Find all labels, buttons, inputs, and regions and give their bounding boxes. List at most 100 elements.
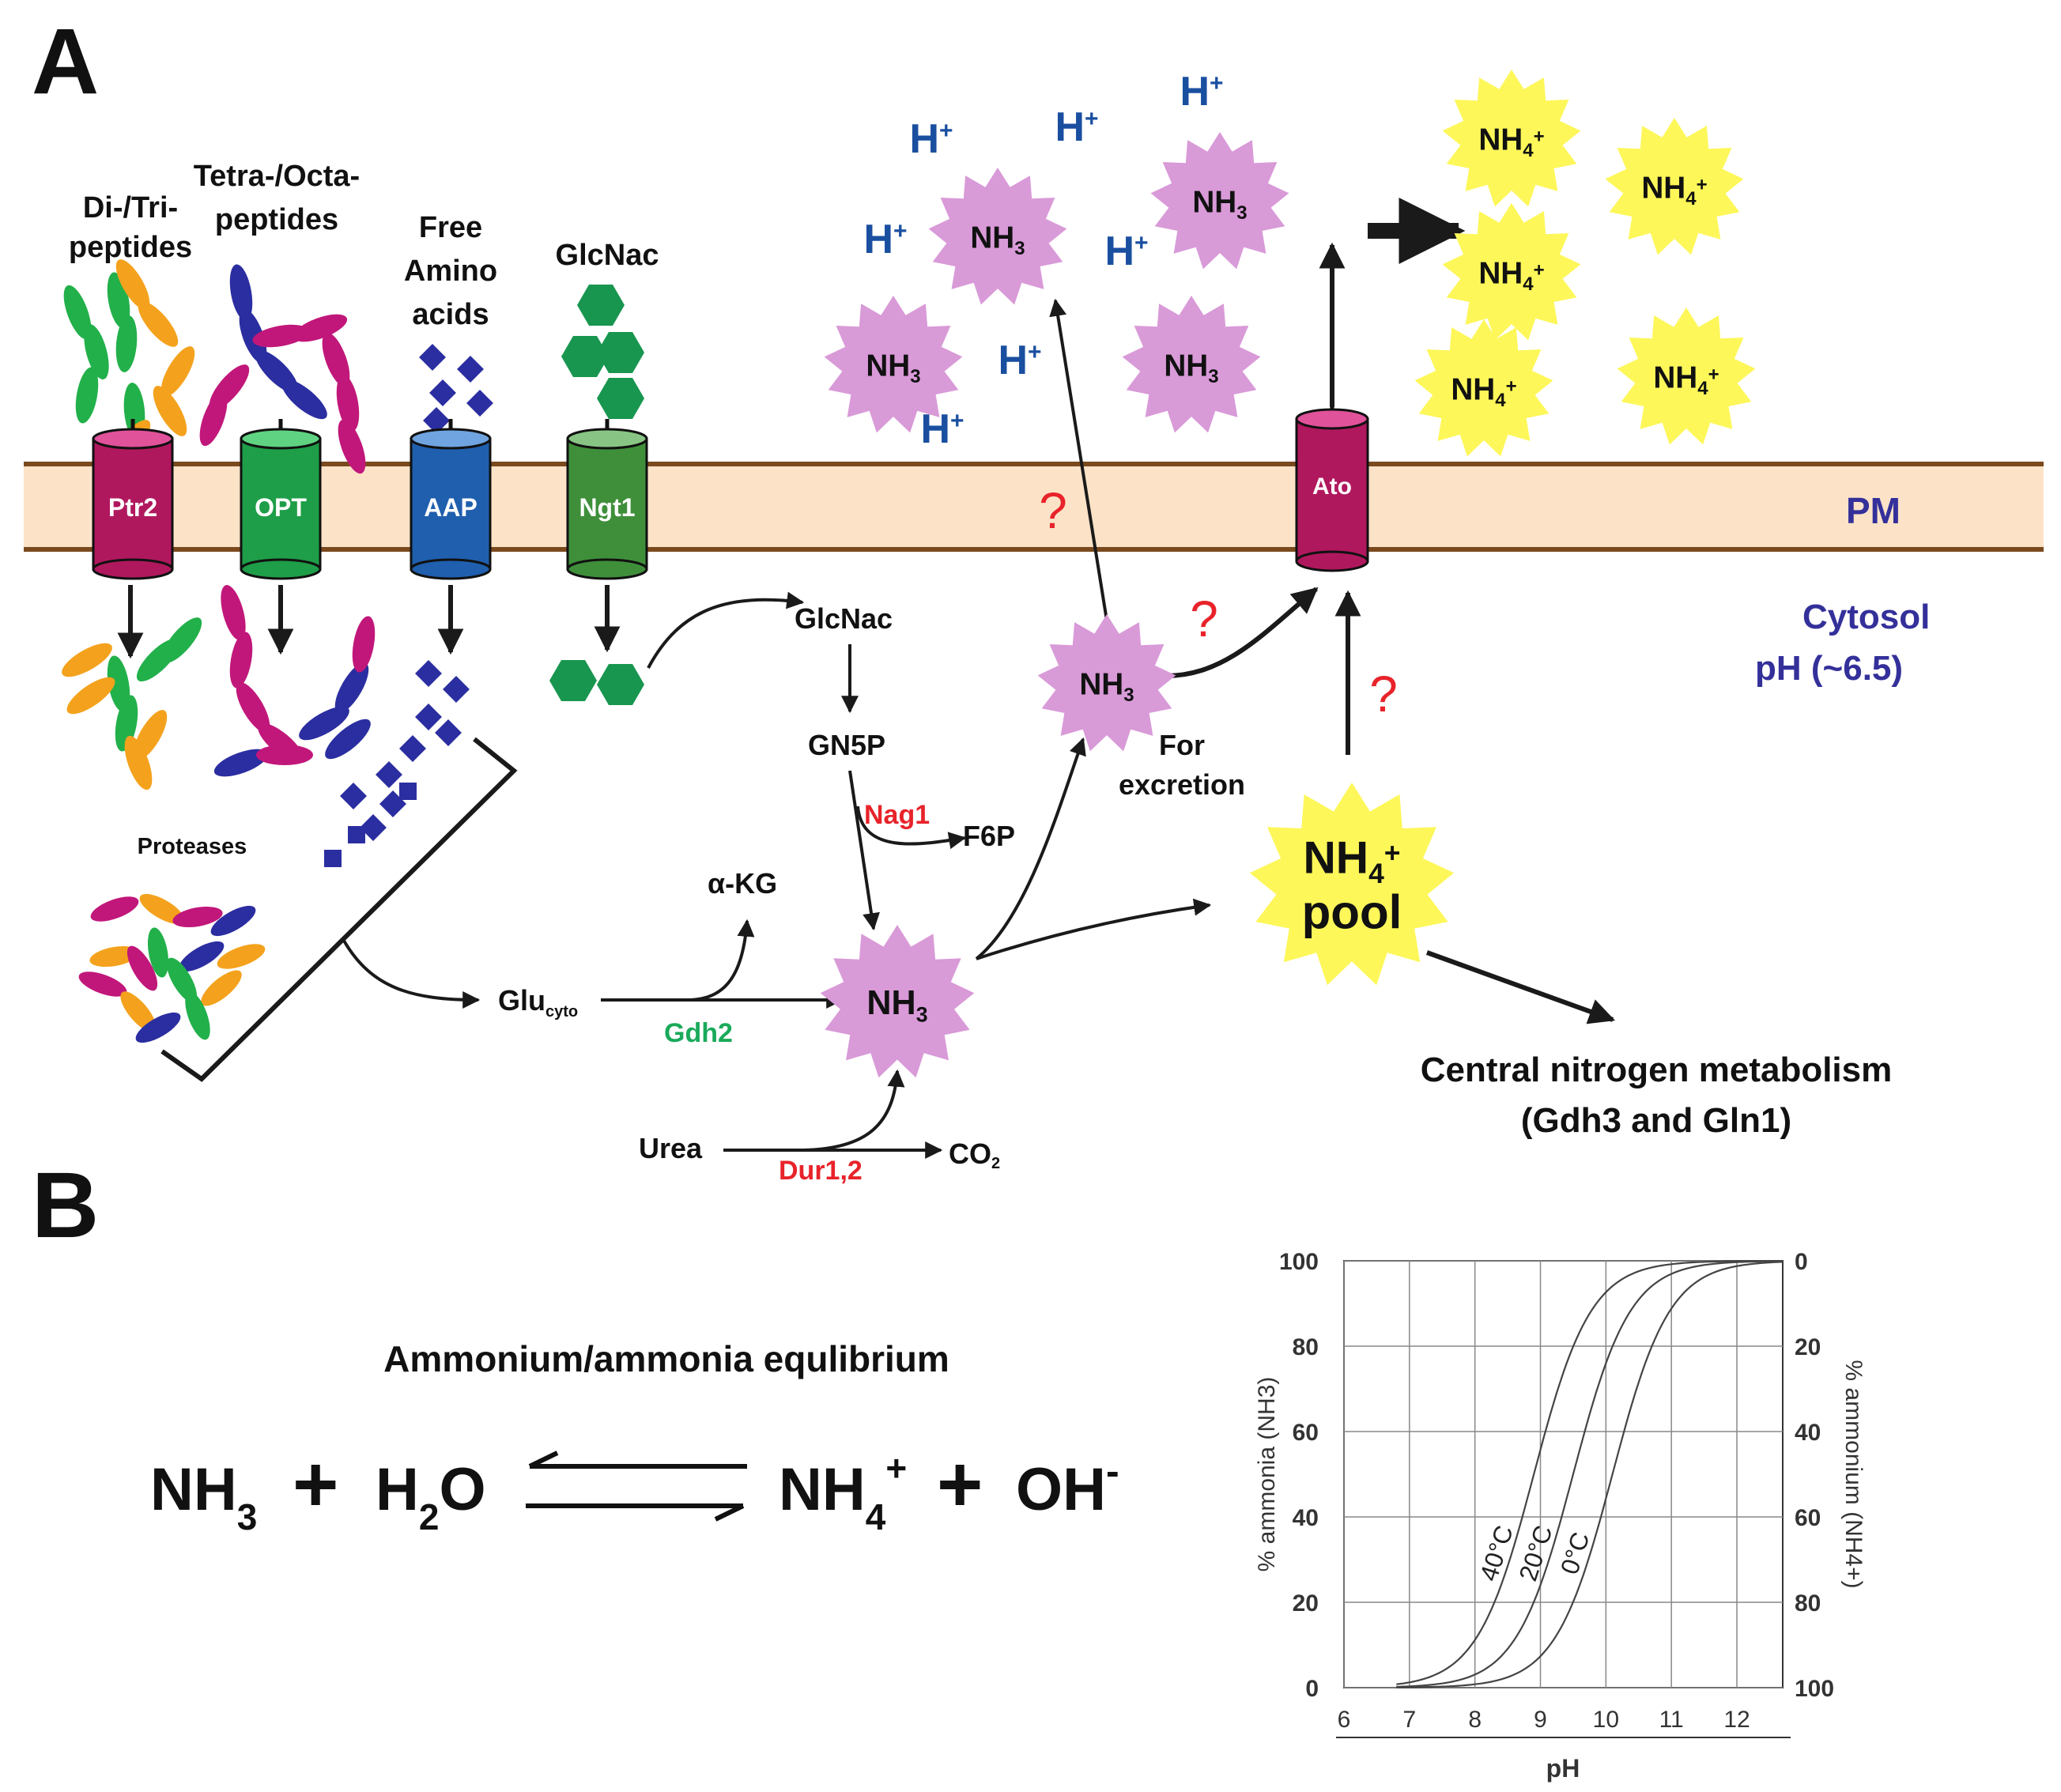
nh4-star-5-label: NH4+ — [1653, 361, 1719, 400]
f6p-label: F6P — [963, 820, 1015, 852]
urea-label: Urea — [639, 1132, 703, 1164]
nh3-star-extracellular-2: NH3 — [824, 296, 963, 433]
opt-label: OPT — [255, 493, 307, 522]
y-tick-label-left: 60 — [1293, 1420, 1319, 1446]
nh3-star-for-excretion-label: NH3 — [1079, 668, 1134, 707]
y-tick-label-right: 40 — [1795, 1420, 1821, 1446]
export-arrows — [1165, 242, 1616, 1024]
y-tick-label-left: 0 — [1305, 1676, 1319, 1702]
free-aa-label-1: Free — [419, 211, 482, 244]
protons: H+ H+ H+ H+ H+ H+ H+ — [863, 69, 1223, 452]
central-metabolism-label-2: (Gdh3 and Gln1) — [1521, 1101, 1791, 1140]
y-tick-label-left: 20 — [1293, 1590, 1319, 1617]
free-aa-label-2: Amino — [404, 255, 497, 288]
nh4-pool-star: NH4+pool — [1249, 783, 1455, 986]
nh4-star-4: NH4+ — [1414, 319, 1553, 457]
glcnac-outside — [561, 285, 644, 419]
nh3-star-cytosol: NH3 — [820, 925, 975, 1078]
tetra-octa-peptides-inside — [213, 585, 376, 777]
free-aa-label-3: acids — [412, 298, 489, 331]
equation-ammonium: NH4+ — [779, 1447, 907, 1537]
nh4-star-5: NH4+ — [1617, 307, 1756, 445]
panel-a-label: A — [32, 9, 99, 114]
x-tick-label: 12 — [1723, 1707, 1750, 1733]
y-tick-label-right: 20 — [1795, 1334, 1821, 1360]
ato-label: Ato — [1312, 473, 1352, 500]
question-mark-2: ? — [1190, 590, 1218, 647]
y-tick-label-left: 40 — [1293, 1505, 1319, 1531]
tetra-octa-label-2: peptides — [215, 203, 338, 236]
equation-left: NH3 — [150, 1456, 257, 1537]
x-tick-label: 6 — [1338, 1707, 1351, 1733]
nag1-label: Nag1 — [864, 800, 930, 830]
question-mark-1: ? — [1039, 482, 1067, 539]
series-line — [1396, 1261, 1784, 1688]
tetra-octa-peptides-outside — [199, 264, 366, 474]
glcnac-inside — [549, 660, 644, 705]
nh3-star-extracellular-3-label: NH3 — [1192, 186, 1247, 224]
metabolite-labels: GlcNac GN5P F6P α-KG Glucyto Urea CO2 — [498, 602, 1015, 1172]
for-excretion-label-1: For — [1159, 729, 1205, 761]
proton-5: H+ — [1104, 228, 1148, 274]
nh4-star-2: NH4+ — [1605, 118, 1744, 255]
free-amino-acids-inside — [324, 660, 470, 867]
series-line — [1396, 1260, 1784, 1688]
proton-4: H+ — [863, 217, 907, 262]
membrane-label: PM — [1846, 490, 1901, 531]
ngt1-label: Ngt1 — [579, 493, 635, 522]
tetra-octa-label-1: Tetra-/Octa- — [194, 160, 360, 193]
di-tri-label-2: peptides — [69, 231, 192, 264]
nh4-pool-star-label: NH4+ — [1303, 832, 1400, 889]
substrate-labels: Di-/Tri- peptides Tetra-/Octa- peptides … — [69, 160, 659, 331]
protease-peptides — [78, 893, 266, 1043]
chart-y-label-left: % ammonia (NH3) — [1254, 1377, 1280, 1572]
nh4-star-3-label: NH4+ — [1478, 257, 1544, 296]
nh4-star-1: NH4+ — [1442, 70, 1581, 207]
akg-label: α-KG — [708, 867, 777, 900]
equilibrium-equation: NH3 + H2O NH4+ + OH- — [150, 1440, 1119, 1537]
glcnac-cyto-label: GlcNac — [795, 602, 893, 635]
for-excretion-label-2: excretion — [1119, 768, 1245, 801]
ptr2-label: Ptr2 — [108, 493, 157, 522]
gdh2-label: Gdh2 — [664, 1018, 733, 1048]
nh3-star-extracellular-2-label: NH3 — [866, 349, 920, 388]
nh3-star-extracellular-4: NH3 — [1122, 296, 1261, 433]
glcnac-ext-label: GlcNac — [556, 239, 659, 272]
nh3-star-extracellular-1-label: NH3 — [970, 221, 1025, 260]
opt-transporter: OPT — [240, 419, 322, 580]
x-tick-label: 10 — [1593, 1707, 1619, 1733]
proton-2: H+ — [1055, 104, 1098, 150]
gn5p-label: GN5P — [808, 729, 885, 761]
question-mark-3: ? — [1369, 666, 1398, 722]
molecule-stars: NH3NH3NH3NH3NH3NH3NH4+NH4+NH4+NH4+NH4+NH… — [820, 70, 1756, 1078]
equation-hydroxide: OH- — [1016, 1449, 1119, 1523]
y-tick-label-left: 100 — [1279, 1249, 1319, 1275]
free-amino-acids-outside — [419, 344, 493, 434]
chart-series: 40°C20°C0°C — [1396, 1260, 1784, 1688]
nh4-star-2-label: NH4+ — [1641, 172, 1707, 210]
equation-water: H2O — [376, 1456, 486, 1537]
di-tri-peptides-inside — [62, 617, 202, 790]
nh4-star-4-label: NH4+ — [1451, 373, 1516, 412]
dur-label: Dur1,2 — [779, 1156, 863, 1186]
aap-transporter: AAP — [410, 419, 492, 580]
proteases-label: Proteases — [138, 834, 247, 859]
chart-y-label-right: % ammonium (NH4+) — [1840, 1360, 1867, 1588]
proton-6: H+ — [998, 338, 1041, 383]
x-tick-label: 11 — [1659, 1707, 1684, 1733]
nh3-star-extracellular-4-label: NH3 — [1164, 349, 1218, 388]
proton-1: H+ — [909, 116, 953, 162]
aap-label: AAP — [424, 493, 478, 522]
x-tick-label: 9 — [1534, 1707, 1547, 1733]
y-tick-label-right: 0 — [1795, 1249, 1808, 1275]
ngt1-transporter: Ngt1 — [566, 419, 648, 580]
y-tick-label-right: 80 — [1795, 1590, 1821, 1617]
nh3-star-extracellular-3: NH3 — [1150, 132, 1289, 270]
pathway-arrows — [342, 298, 1212, 1159]
central-metabolism-label-1: Central nitrogen metabolism — [1421, 1051, 1893, 1089]
equilibrium-arrows — [526, 1451, 747, 1522]
nh4-star-1-label: NH4+ — [1478, 123, 1544, 162]
series-line — [1396, 1260, 1783, 1685]
cytosol-label: Cytosol — [1802, 598, 1930, 636]
